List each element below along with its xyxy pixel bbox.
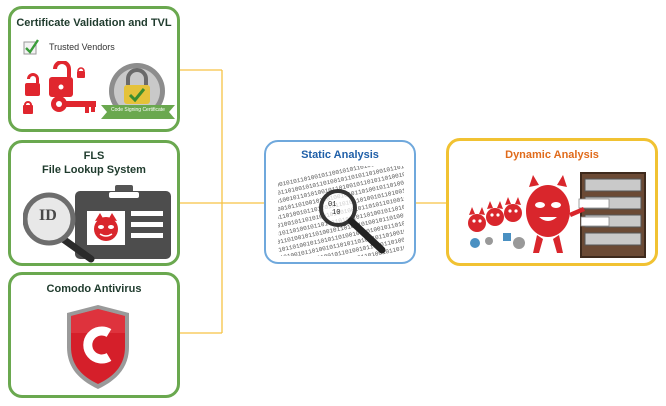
comodo-shield-icon <box>63 303 133 391</box>
devil-malware-icon <box>459 171 589 263</box>
dynamic-analysis-title: Dynamic Analysis <box>505 149 599 161</box>
padlock-badge-icon <box>99 59 177 131</box>
trusted-vendors-label: Trusted Vendors <box>49 42 115 52</box>
comodo-antivirus-box: Comodo Antivirus <box>8 272 180 398</box>
comodo-antivirus-title: Comodo Antivirus <box>46 283 142 295</box>
checkbox-icon <box>23 39 39 55</box>
fls-box: FLS File Lookup System ID <box>8 140 180 266</box>
cert-validation-box: Certificate Validation and TVL Trusted V… <box>8 6 180 132</box>
svg-text:10: 10 <box>332 209 340 217</box>
lock-icon <box>17 60 107 121</box>
fls-title-line2: File Lookup System <box>42 164 146 176</box>
static-analysis-title: Static Analysis <box>301 149 379 161</box>
static-analysis-box: Static Analysis 010100101011010010110010… <box>264 140 416 264</box>
file-cabinet-icon <box>577 169 651 261</box>
id-text: ID <box>39 207 57 224</box>
fls-title-line1: FLS <box>83 150 105 162</box>
code-signing-badge-text: Code Signing Certificate <box>111 107 165 113</box>
key-icon <box>49 93 99 115</box>
cert-validation-title: Certificate Validation and TVL <box>16 17 172 29</box>
svg-text:01: 01 <box>328 201 336 209</box>
id-badge-icon <box>22 181 173 263</box>
dynamic-analysis-box: Dynamic Analysis <box>446 138 658 266</box>
